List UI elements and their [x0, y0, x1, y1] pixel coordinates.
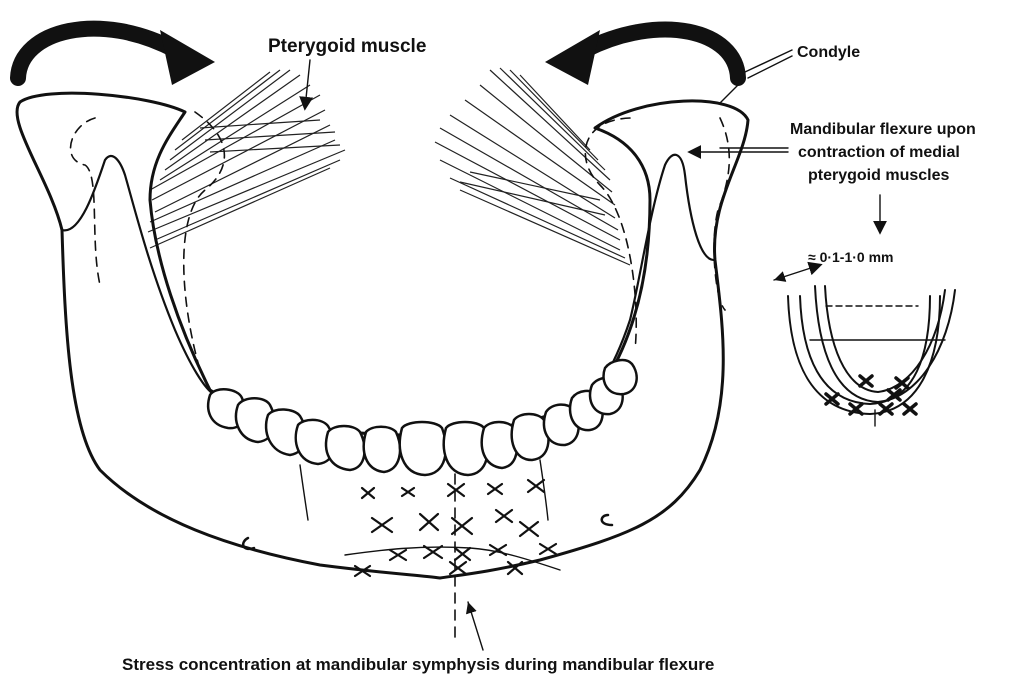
right-pterygoid-muscle	[434, 67, 631, 266]
leader-lines	[299, 49, 887, 651]
caption: Stress concentration at mandibular symph…	[122, 655, 714, 674]
tooth	[442, 420, 490, 477]
right-curved-arrow-icon	[545, 21, 746, 86]
pterygoid-muscle-label: Pterygoid muscle	[268, 36, 426, 57]
flexure-label-line2: contraction of medial	[798, 144, 960, 161]
flexure-label-line3: pterygoid muscles	[808, 167, 949, 184]
tooth	[602, 358, 638, 396]
tooth	[398, 420, 448, 477]
mandible-outline	[15, 91, 750, 641]
tooth	[510, 412, 550, 462]
measurement-label: ≈ 0·1-1·0 mm	[808, 249, 894, 265]
tooth	[362, 425, 402, 474]
tooth	[324, 424, 366, 472]
stress-markers	[353, 478, 558, 578]
flexure-inset	[773, 261, 956, 427]
dental-arch	[206, 358, 638, 477]
left-pterygoid-muscle	[147, 69, 346, 249]
left-curved-arrow-icon	[10, 20, 215, 86]
condyle-label: Condyle	[797, 44, 860, 61]
flexure-label-line1: Mandibular flexure upon	[790, 121, 976, 138]
